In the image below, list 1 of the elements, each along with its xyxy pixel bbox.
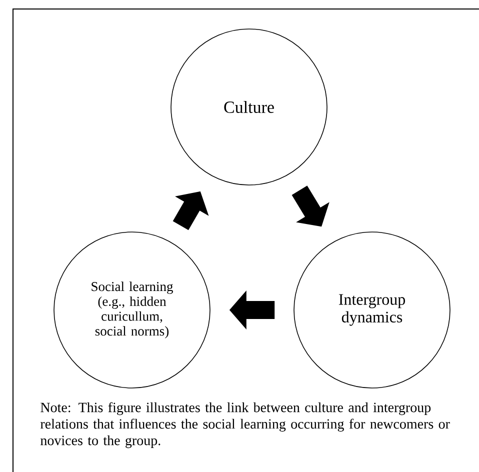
note: Note: This figure illustrates the link between culture and intergroup relations that influences the social learning occurring for newcomers or novices to the group. bbox=[40, 402, 450, 448]
